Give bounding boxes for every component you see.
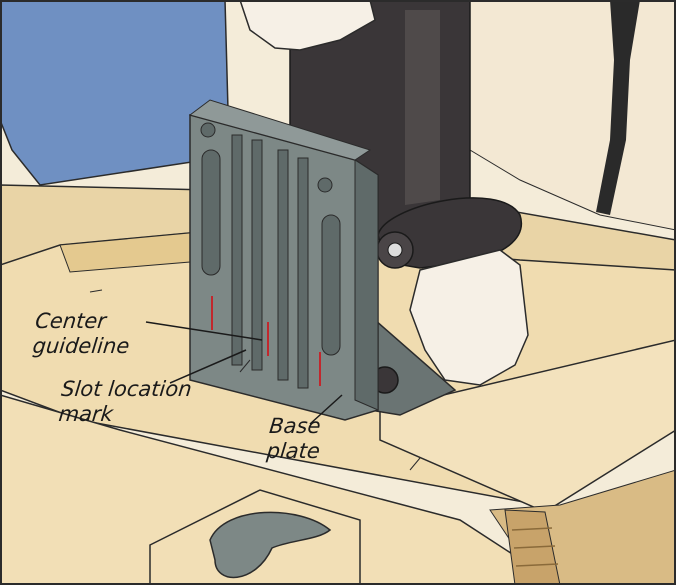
label-slot-location-mark: Slot location mark — [57, 377, 193, 427]
label-center-guideline: Center guideline — [31, 309, 133, 359]
label-base-plate: Base plate — [265, 414, 323, 464]
